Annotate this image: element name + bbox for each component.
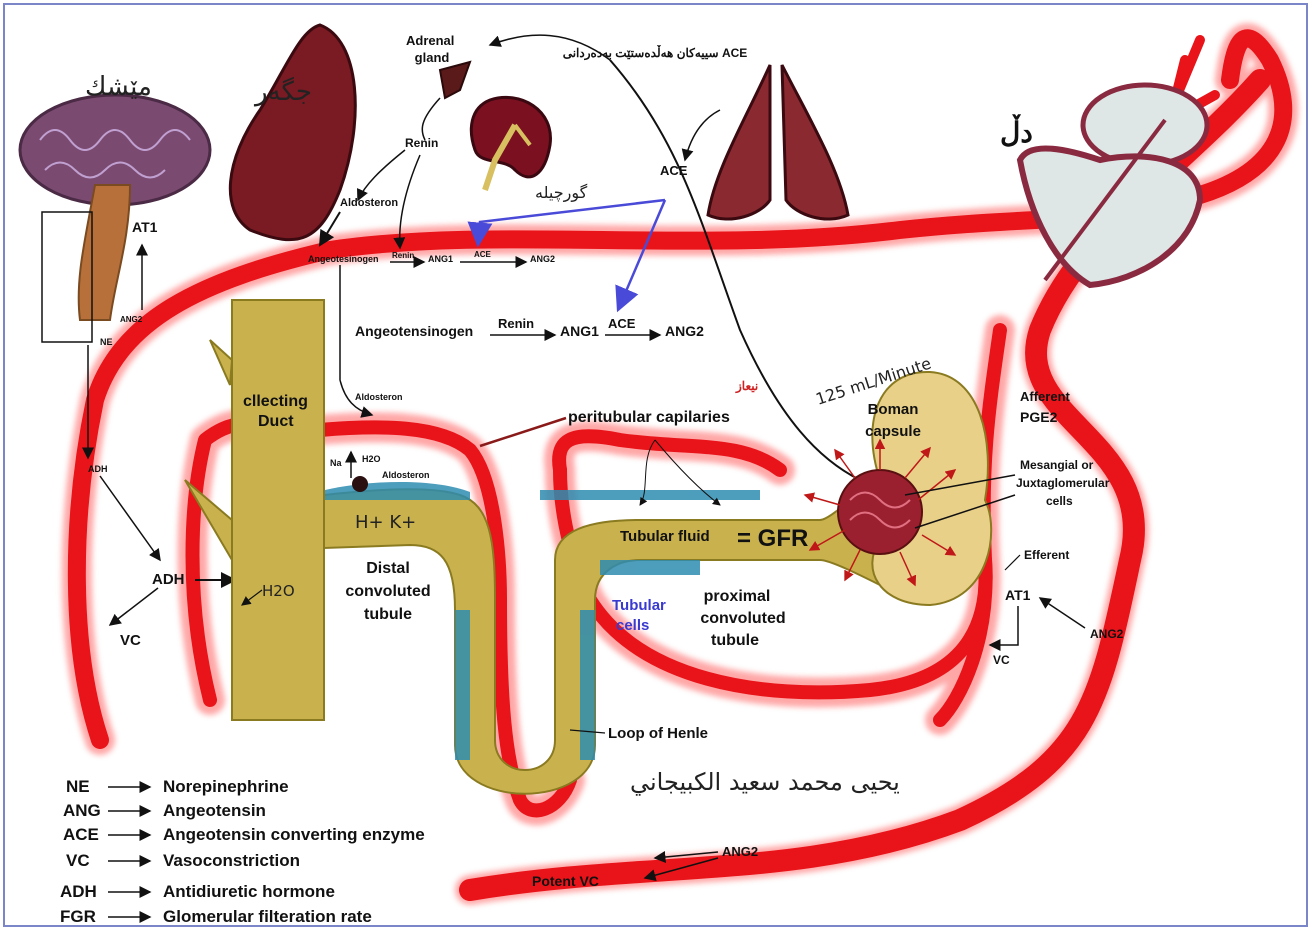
adh-left: ADH [152,571,185,588]
aldosteron-small: Aldosteron [382,470,430,480]
h2o-duct: H2O [262,582,295,600]
mesangial-label-1: Mesangial or [1020,458,1094,472]
aldosteron-nephron: Aldosteron [355,392,403,402]
peritubular-label: peritubular capilaries [568,409,730,426]
proximal-label-1: proximal [704,588,771,605]
mesangial-label-2: Juxtaglomerular [1016,476,1110,490]
adh-small-left: ADH [88,464,108,474]
glomerulus [838,470,922,554]
at1-right: AT1 [1005,587,1031,603]
ang1-top: ANG1 [428,254,453,264]
heart-illustration: دڵ [1000,85,1207,285]
ang2-right: ANG2 [1090,627,1124,641]
liver-illustration: جگەر [230,25,355,240]
gfr-label: = GFR [737,525,808,552]
brain-illustration: مێشك [20,72,210,320]
angeotesinogen-top: Angeotesinogen [308,254,379,264]
distal-label-2: convoluted [345,583,430,600]
pge2-label: PGE2 [1020,409,1058,425]
legend-row: ANG Angeotensin [63,801,266,820]
heart-label: دڵ [1000,114,1033,148]
ang2-left: ANG2 [120,315,143,324]
renin-small: Renin [392,251,414,260]
h2o-nephron: H2O [362,454,381,464]
potent-vc-label: Potent VC [532,873,599,889]
legend-abbr: VC [66,851,90,870]
middle-raas-row: Angeotensinogen Renin ANG1 ACE ANG2 [355,316,704,339]
at1-left: AT1 [132,219,158,235]
legend-full: Angeotensin converting enzyme [163,825,425,844]
collecting-duct [232,300,324,720]
ne-left: NE [100,337,113,347]
collecting-duct-label-1: cllecting [243,393,308,410]
loop-of-henle-label: Loop of Henle [608,725,708,742]
proximal-label-3: tubule [711,632,759,649]
adrenal-gland-illustration [440,62,470,98]
angeotensinogen-mid: Angeotensinogen [355,323,473,339]
legend-row: FGR Glomerular filteration rate [60,907,372,926]
collecting-duct-label-2: Duct [258,413,294,430]
vc-left: VC [120,632,141,649]
brain-label-text: مێشك [85,72,152,102]
legend-abbr: ADH [60,882,97,901]
vc-right: VC [993,653,1010,667]
legend-row: ADH Antidiuretic hormone [60,882,335,901]
tubular-cells-label-1: Tubular [612,597,666,614]
boman-label-1: Boman [868,401,919,418]
renin-mid: Renin [498,316,534,331]
legend: NE Norepinephrine ANG Angeotensin ACE An… [60,777,425,926]
legend-abbr: NE [66,777,90,796]
legend-full: Antidiuretic hormone [163,882,335,901]
ang2-top: ANG2 [530,254,555,264]
adrenal-label: Adrenal gland [406,33,458,65]
signature: يحيى محمد سعيد الكبيجاني [630,768,900,796]
efferent-label: Efferent [1024,548,1069,562]
lungs-illustration [708,65,848,219]
legend-abbr: ANG [63,801,101,820]
legend-abbr: FGR [60,907,96,926]
tubular-fluid-label: Tubular fluid [620,528,710,545]
legend-row: NE Norepinephrine [66,777,289,796]
na-label: Na [330,458,342,468]
ace-mid: ACE [608,316,636,331]
niaz-label: نیعاز [735,379,758,394]
aldosteron-top: Aldosteron [340,197,398,209]
liver-label: جگەر [253,76,312,107]
legend-full: Glomerular filteration rate [163,907,372,926]
ace-small: ACE [474,250,492,259]
h-k-label: H+ K+ [355,512,416,533]
ang2-mid: ANG2 [665,323,704,339]
distal-label-3: tubule [364,606,412,623]
legend-row: VC Vasoconstriction [66,851,300,870]
adrenal-label-line: Adrenal [406,33,454,48]
legend-abbr: ACE [63,825,99,844]
legend-full: Vasoconstriction [163,851,300,870]
legend-full: Angeotensin [163,801,266,820]
distal-label-1: Distal [366,560,410,577]
brain-label: مێشك [85,72,152,102]
renin-top: Renin [405,136,438,150]
ang2-bottom: ANG2 [722,844,758,859]
afferent-label: Afferent [1020,389,1071,404]
mesangial-label-3: cells [1046,494,1073,508]
ang1-mid: ANG1 [560,323,599,339]
boman-label-2: capsule [865,423,921,440]
adrenal-label-line2: gland [415,50,450,65]
kidney-label: گورچیلە [535,183,588,203]
legend-row: ACE Angeotensin converting enzyme [63,825,425,844]
tubular-cells-label-2: cells [616,617,649,634]
legend-full: Norepinephrine [163,777,289,796]
kidney-illustration: گورچیلە [471,97,587,203]
proximal-label-2: convoluted [700,610,785,627]
